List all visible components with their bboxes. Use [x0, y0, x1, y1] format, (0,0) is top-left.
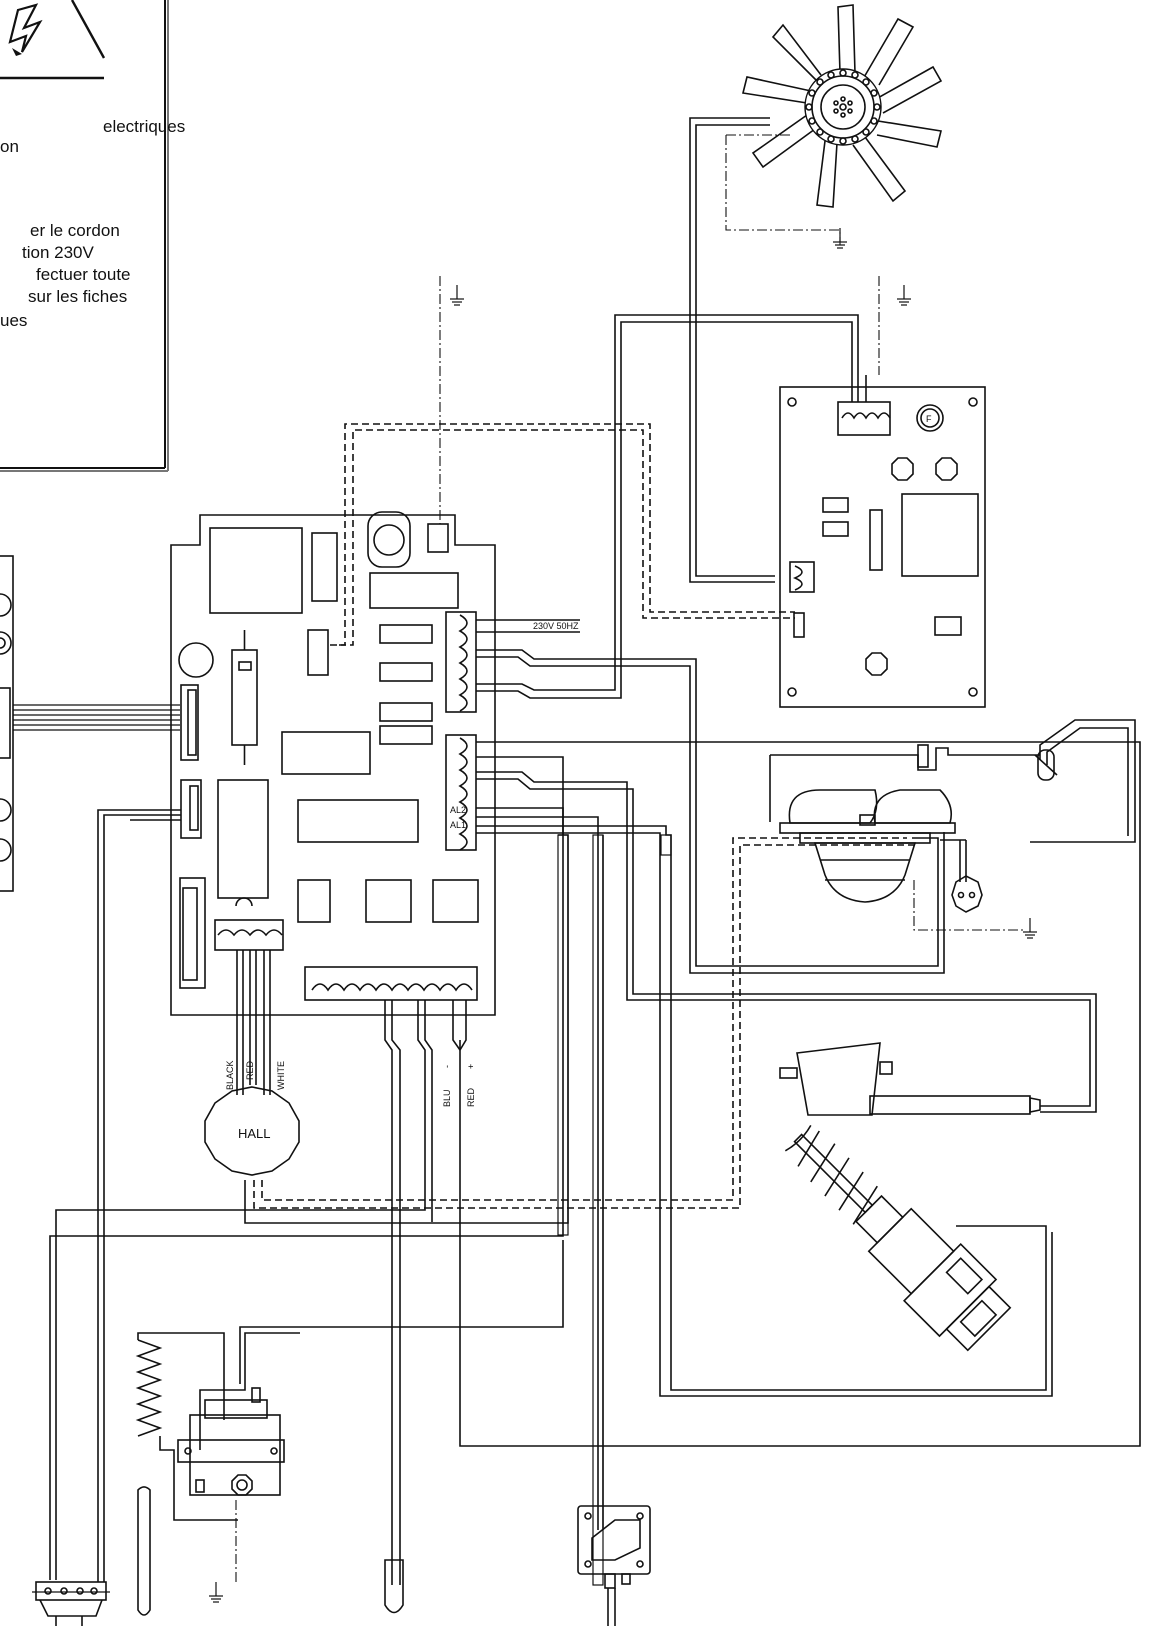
temperature-probe-center [384, 1559, 404, 1614]
warning-text-4: tion 230V [22, 243, 94, 262]
igniter [779, 1042, 1041, 1116]
exhaust-fan-icon [742, 4, 943, 208]
blu-wire-label: BLU [442, 1089, 452, 1107]
warning-triangle-icon [0, 0, 106, 80]
warning-box: electriques on er le cordon tion 230V fe… [0, 0, 185, 472]
serial-connector-icon [32, 1581, 110, 1626]
control-panel-left [0, 555, 180, 892]
black-wire-label: BLACK [225, 1060, 235, 1090]
ground-symbols [209, 228, 1037, 1603]
warning-text-7: ues [0, 311, 27, 330]
hall-sensor: HALL BLACK RED WHITE BLU - RED + [204, 950, 476, 1176]
plus-label: + [466, 1064, 476, 1069]
fan-control-board: F [779, 375, 986, 708]
warning-text-5: fectuer toute [36, 265, 131, 284]
main-control-board: AL2 AL1 230V 50HZ [170, 511, 579, 1016]
heating-resistor [135, 1332, 238, 1521]
white-wire-label: WHITE [276, 1061, 286, 1090]
ground-icon [450, 285, 464, 306]
wiring [49, 117, 1141, 1586]
ground-icon [209, 1582, 223, 1603]
auger-motor [784, 1124, 1012, 1352]
ground-icon [897, 285, 911, 306]
supply-label: 230V 50HZ [533, 621, 579, 631]
minus-label: - [442, 1065, 452, 1068]
pressure-switch [577, 1505, 651, 1626]
al2-label: AL2 [450, 805, 466, 815]
al1-label: AL1 [450, 820, 466, 830]
ground-icon [833, 228, 847, 249]
ground-icon [1023, 918, 1037, 939]
fuse-label: F [926, 414, 932, 424]
warning-text-3: er le cordon [30, 221, 120, 240]
warning-text-1: electriques [103, 117, 185, 136]
red2-wire-label: RED [466, 1087, 476, 1107]
combustion-fan-motor [769, 719, 1136, 913]
safety-thermostat [177, 1387, 285, 1496]
temperature-probe-left [137, 1486, 151, 1616]
warning-text-6: sur les fiches [28, 287, 127, 306]
ribbon-cable [13, 704, 180, 731]
warning-text-2: on [0, 137, 19, 156]
red-wire-label: RED [245, 1060, 255, 1080]
hall-label: HALL [238, 1126, 271, 1141]
